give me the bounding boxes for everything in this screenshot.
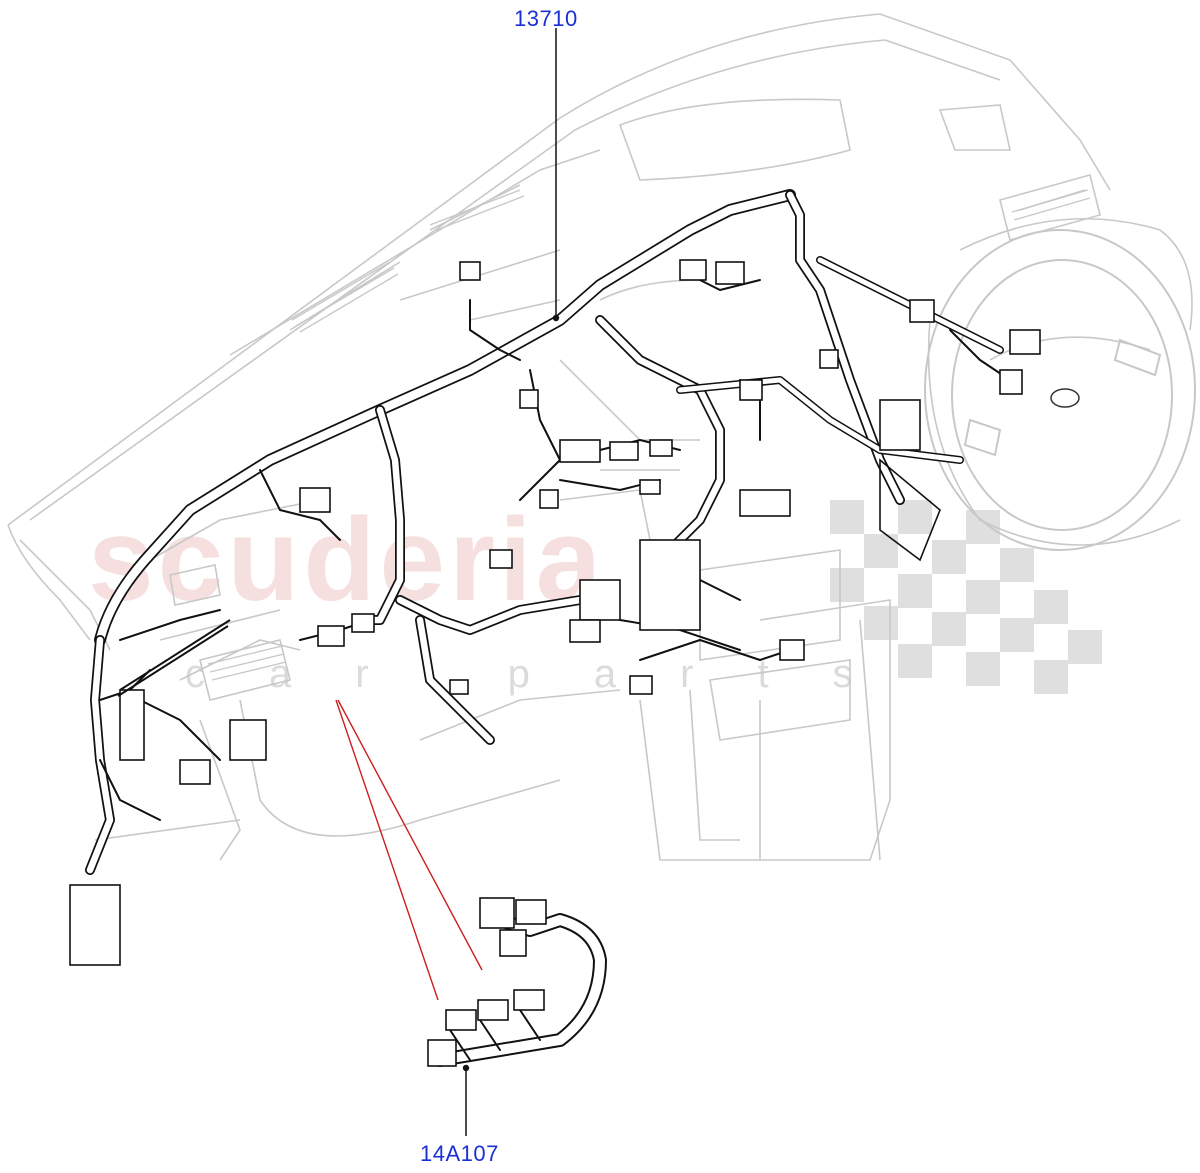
connector bbox=[649, 439, 673, 457]
connector bbox=[559, 439, 601, 463]
connector bbox=[639, 479, 661, 495]
connector bbox=[739, 489, 791, 517]
connector bbox=[179, 759, 211, 785]
connector bbox=[879, 399, 921, 451]
connector bbox=[459, 261, 481, 281]
connector bbox=[569, 619, 601, 643]
connector bbox=[639, 539, 701, 631]
connector bbox=[909, 299, 935, 323]
leader-lines bbox=[335, 28, 560, 1136]
vent-grilles bbox=[207, 189, 1091, 681]
connector bbox=[579, 579, 621, 621]
connector bbox=[539, 489, 559, 509]
connector bbox=[69, 884, 121, 966]
connector bbox=[489, 549, 513, 569]
connector bbox=[229, 719, 267, 761]
connector bbox=[299, 487, 331, 513]
part-callout-13710[interactable]: 13710 bbox=[514, 6, 578, 31]
sub-harness-14a107 bbox=[433, 913, 607, 1067]
red-leader-line bbox=[335, 699, 439, 1001]
connector bbox=[819, 349, 839, 369]
watermark-logo: scuderia bbox=[88, 494, 606, 626]
steering-wheel bbox=[924, 229, 1196, 551]
connector bbox=[519, 389, 539, 409]
harness-strap bbox=[879, 458, 941, 562]
connector bbox=[609, 441, 639, 461]
connector bbox=[317, 625, 345, 647]
connector bbox=[679, 259, 707, 281]
connector bbox=[351, 613, 375, 633]
connector bbox=[739, 379, 763, 401]
connector bbox=[449, 679, 469, 695]
zip-tie bbox=[117, 619, 231, 697]
red-leader-line bbox=[337, 699, 483, 971]
part-callout-14a107[interactable]: 14A107 bbox=[420, 1141, 499, 1166]
checkered-flag-watermark bbox=[830, 500, 1102, 694]
dashboard-outline bbox=[7, 13, 1193, 861]
leader-dot-14a107 bbox=[462, 1064, 470, 1072]
connector bbox=[119, 689, 145, 761]
connector bbox=[779, 639, 805, 661]
connector bbox=[999, 369, 1023, 395]
watermark-subtext: car parts bbox=[185, 652, 917, 696]
connector bbox=[715, 261, 745, 285]
connector bbox=[629, 675, 653, 695]
harness-connectors bbox=[69, 259, 1041, 966]
connector bbox=[1009, 329, 1041, 355]
leader-dot-13710 bbox=[552, 314, 560, 322]
sub-harness-connectors bbox=[427, 897, 547, 1067]
